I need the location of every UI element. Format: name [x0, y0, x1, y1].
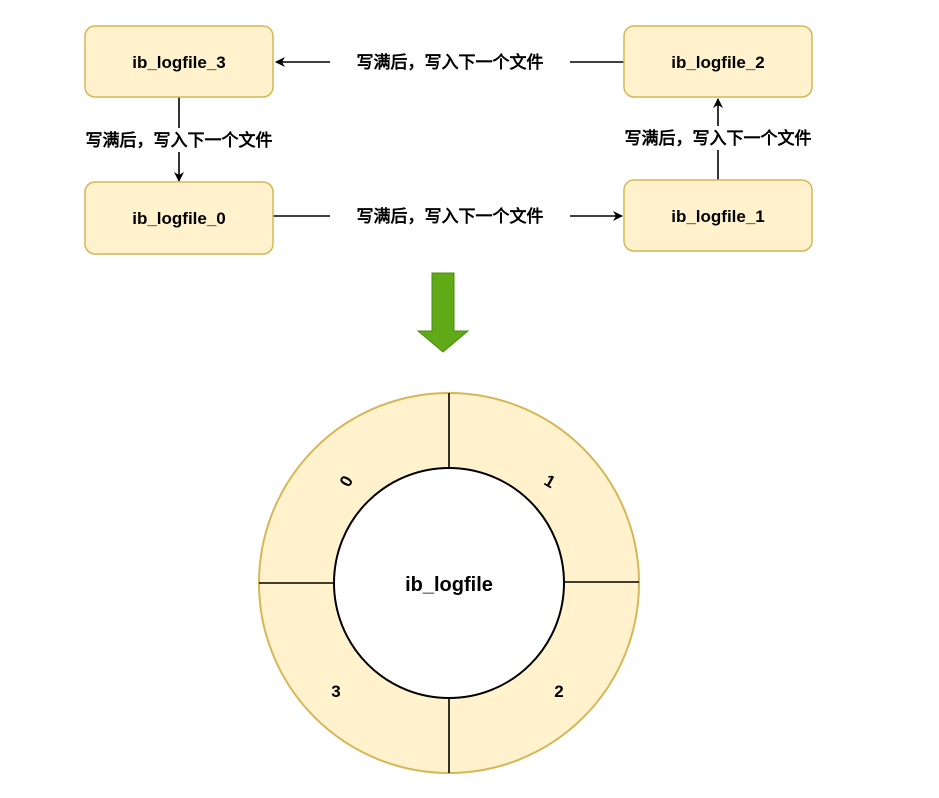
node-label: ib_logfile_0	[132, 209, 226, 228]
edge-label: 写满后，写入下一个文件	[357, 52, 544, 73]
node-label: ib_logfile_2	[671, 53, 765, 72]
node-ib-logfile-0[interactable]: ib_logfile_0	[84, 181, 274, 255]
edge-label: 写满后，写入下一个文件	[357, 206, 544, 227]
ring-inner	[333, 467, 565, 699]
ring-diagram: ib_logfile 0 1 2 3	[258, 392, 640, 774]
down-arrow-icon	[416, 272, 470, 353]
edge-label: 写满后，写入下一个文件	[86, 130, 273, 151]
edge-label: 写满后，写入下一个文件	[625, 128, 812, 149]
ring-center-label: ib_logfile	[405, 574, 493, 596]
edge-file3-to-file0: 写满后，写入下一个文件	[60, 97, 300, 182]
edge-file0-to-file1: 写满后，写入下一个文件	[273, 204, 623, 228]
edge-file1-to-file2: 写满后，写入下一个文件	[598, 98, 838, 180]
node-ib-logfile-2[interactable]: ib_logfile_2	[623, 25, 813, 98]
segment-label-3: 3	[331, 682, 340, 701]
node-ib-logfile-1[interactable]: ib_logfile_1	[623, 179, 813, 252]
segment-label-2: 2	[554, 682, 563, 701]
node-label: ib_logfile_1	[671, 207, 765, 226]
edge-file2-to-file3: 写满后，写入下一个文件	[275, 50, 624, 74]
node-ib-logfile-3[interactable]: ib_logfile_3	[84, 25, 274, 98]
node-label: ib_logfile_3	[132, 53, 226, 72]
